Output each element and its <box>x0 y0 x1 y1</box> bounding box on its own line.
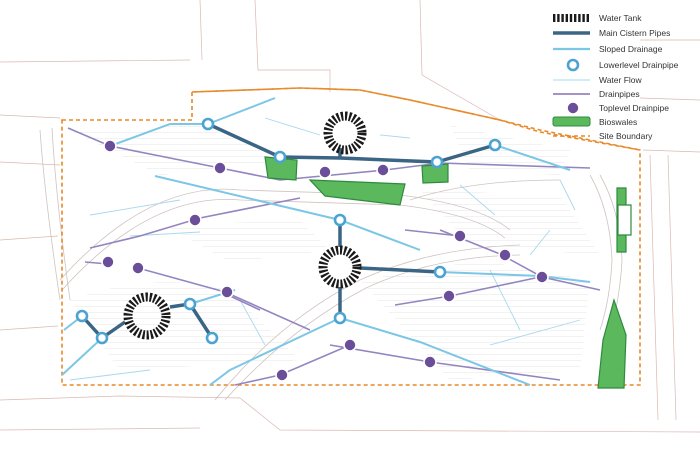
toplevel-drainpipe-icon <box>343 338 357 352</box>
site-boundary <box>61 87 641 386</box>
legend-label: Main Cistern Pipes <box>599 28 670 38</box>
toplevel-drainpipe-icon <box>442 289 456 303</box>
lowerlevel-drainpipe-icon <box>430 155 444 169</box>
toplevel-drainpipes <box>101 139 549 382</box>
toplevel-drainpipe-icon <box>275 368 289 382</box>
toplevel-drainpipe-icon <box>423 355 437 369</box>
water-tanks <box>123 111 367 340</box>
legend-item-toplevel-drainpipe: Toplevel Drainpipe <box>566 101 669 115</box>
legend-label: Water Flow <box>599 75 643 85</box>
toplevel-drainpipe-icon <box>213 161 227 175</box>
toplevel-drainpipe-icon <box>498 248 512 262</box>
lowerlevel-drainpipe-icon <box>333 213 347 227</box>
lowerlevel-drainpipe-icon <box>333 311 347 325</box>
bioswale-icon <box>552 116 591 127</box>
lowerlevel-drainpipes <box>75 117 502 345</box>
legend-label: Lowerlevel Drainpipe <box>599 60 679 70</box>
legend-item-drainpipes: Drainpipes <box>553 89 640 99</box>
legend-label: Toplevel Drainpipe <box>599 103 669 113</box>
lowerlevel-drainpipe-icon <box>433 265 447 279</box>
water-tank-icon <box>323 111 367 155</box>
lowerlevel-drainpipe-icon <box>205 331 219 345</box>
legend-label: Site Boundary <box>599 131 653 141</box>
toplevel-drainpipe-icon <box>188 213 202 227</box>
lowerlevel-drainpipe-icon <box>183 297 197 311</box>
lowerlevel-drainpipe-icon <box>201 117 215 131</box>
legend-label: Sloped Drainage <box>599 44 663 54</box>
water-tank-icon <box>318 245 362 289</box>
water-tank-icon <box>123 292 171 340</box>
legend: Water Tank Main Cistern Pipes Sloped Dra… <box>552 13 679 141</box>
legend-item-sloped-drainage: Sloped Drainage <box>553 44 663 54</box>
lowerlevel-drainpipe-icon <box>566 58 580 72</box>
legend-label: Bioswales <box>599 117 637 127</box>
toplevel-drainpipe-icon <box>566 101 580 115</box>
bioswales <box>264 156 632 389</box>
toplevel-drainpipe-icon <box>535 270 549 284</box>
legend-item-lowerlevel-drainpipe: Lowerlevel Drainpipe <box>566 58 679 72</box>
lowerlevel-drainpipe-icon <box>488 138 502 152</box>
bioswale-icon <box>597 297 627 389</box>
bioswale-icon <box>617 204 632 236</box>
bioswale-icon <box>308 179 406 206</box>
legend-label: Drainpipes <box>599 89 640 99</box>
legend-item-water-flow: Water Flow <box>553 75 643 85</box>
legend-item-bioswales: Bioswales <box>552 116 637 127</box>
context-lines <box>0 0 700 433</box>
toplevel-drainpipe-icon <box>318 165 332 179</box>
lowerlevel-drainpipe-icon <box>273 150 287 164</box>
toplevel-drainpipe-icon <box>453 229 467 243</box>
legend-label: Water Tank <box>599 13 642 23</box>
toplevel-drainpipe-icon <box>220 285 234 299</box>
toplevel-drainpipe-icon <box>101 255 115 269</box>
legend-item-site-boundary: Site Boundary <box>553 131 653 141</box>
lowerlevel-drainpipe-icon <box>95 331 109 345</box>
lowerlevel-drainpipe-icon <box>75 309 89 323</box>
legend-item-water-tank: Water Tank <box>553 13 642 23</box>
bioswale-icon <box>264 156 298 181</box>
toplevel-drainpipe-icon <box>131 261 145 275</box>
toplevel-drainpipe-icon <box>376 163 390 177</box>
legend-item-main-cistern-pipes: Main Cistern Pipes <box>553 28 670 38</box>
toplevel-drainpipe-icon <box>103 139 117 153</box>
